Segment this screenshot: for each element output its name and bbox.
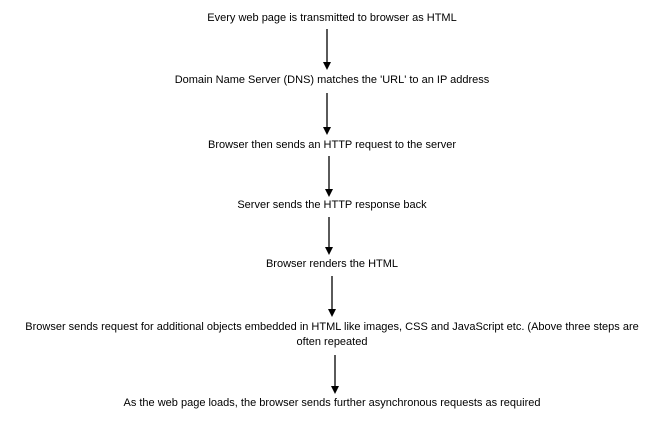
step-2-label: Domain Name Server (DNS) matches the 'UR… — [174, 74, 490, 86]
step-5-label: Browser renders the HTML — [265, 258, 399, 270]
step-1-label: Every web page is transmitted to browser… — [207, 12, 457, 24]
step-3-label: Browser then sends an HTTP request to th… — [207, 139, 457, 151]
step-6-label: Browser sends request for additional obj… — [25, 321, 639, 348]
step-7-label: As the web page loads, the browser sends… — [123, 397, 541, 409]
step-4-label: Server sends the HTTP response back — [237, 199, 427, 211]
